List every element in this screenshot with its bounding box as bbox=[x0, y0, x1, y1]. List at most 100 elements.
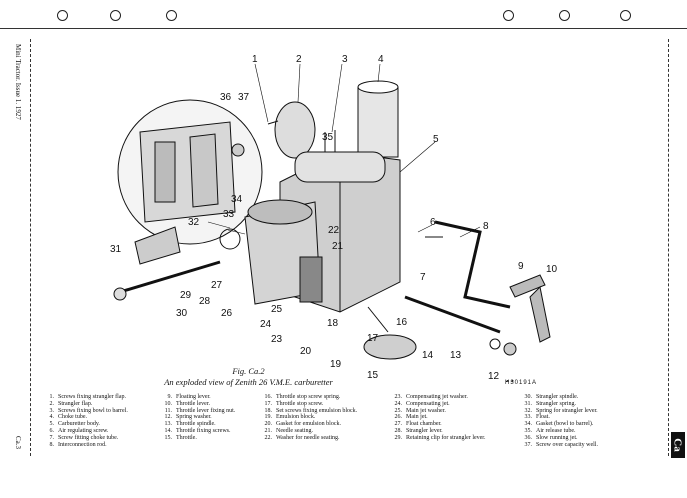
strangler-flap-shape bbox=[274, 101, 316, 159]
legend-item-text: Strangler spring. bbox=[536, 400, 576, 407]
callout-9: 9 bbox=[518, 261, 524, 272]
legend-item: 29.Retaining clip for strangler lever. bbox=[388, 434, 486, 442]
legend-item: 30.Strangler spindle. bbox=[518, 394, 598, 401]
legend-item-text: Throttle lever fixing nut. bbox=[176, 407, 236, 414]
legend-column: 30.Strangler spindle.31.Strangler spring… bbox=[518, 394, 598, 448]
legend-column: 9.Floating lever.10.Throttle lever.11.Th… bbox=[158, 394, 236, 442]
callout-20: 20 bbox=[300, 346, 312, 357]
exploded-carburetter-drawing: 1 2 3 4 5 6 7 8 9 10 11 12 13 14 15 16 1… bbox=[110, 54, 558, 382]
legend-item-number: 29. bbox=[394, 434, 403, 441]
legend-item: 18.Set screws fixing emulsion block. bbox=[258, 408, 358, 415]
punch-hole bbox=[503, 10, 514, 21]
legend-item-number: 19. bbox=[264, 414, 273, 421]
legend-item-number: 11. bbox=[164, 407, 172, 414]
legend-item-number: 26. bbox=[394, 414, 403, 421]
legend-item-number: 13. bbox=[164, 421, 173, 428]
punch-hole bbox=[559, 10, 570, 21]
callout-16: 16 bbox=[396, 317, 408, 328]
legend-item-number: 3. bbox=[49, 407, 55, 414]
callout-14: 14 bbox=[422, 350, 434, 361]
legend-item-text: Interconnection rod. bbox=[58, 441, 107, 448]
side-header: Mini Tractor. Issue 1. 1927 bbox=[14, 44, 22, 120]
legend-item: 35.Air release tube. bbox=[518, 428, 598, 435]
legend-item: 34.Gasket (bowl to barrel). bbox=[518, 421, 598, 428]
legend-item-text: Screws fixing strangler flap. bbox=[58, 394, 126, 400]
callout-17: 17 bbox=[367, 333, 379, 344]
legend-item: 11. Throttle lever fixing nut. bbox=[158, 407, 236, 415]
callout-37: 37 bbox=[238, 92, 250, 103]
callout-8: 8 bbox=[483, 221, 489, 232]
legend-item-text: Spring for strangler lever. bbox=[536, 407, 598, 414]
callout-1: 1 bbox=[252, 54, 258, 65]
legend-item-text: Float. bbox=[536, 414, 550, 421]
legend-item-number: 1. bbox=[49, 394, 55, 400]
legend-item: 6.Air regulating screw. bbox=[40, 428, 128, 435]
legend-item-text: Gasket for emulsion block. bbox=[276, 421, 341, 428]
section-tab: Ca bbox=[671, 432, 685, 458]
callout-6: 6 bbox=[430, 217, 436, 228]
callout-33: 33 bbox=[223, 209, 235, 220]
legend-item: 28.Strangler lever. bbox=[388, 428, 485, 435]
legend-item-number: 30. bbox=[524, 394, 533, 400]
legend-item-number: 35. bbox=[524, 427, 533, 434]
callout-2: 2 bbox=[296, 54, 302, 65]
punch-hole bbox=[166, 10, 177, 21]
legend-item-number: 33. bbox=[524, 414, 533, 421]
callout-22: 22 bbox=[328, 225, 340, 236]
legend-item-text: Gasket (bowl to barrel). bbox=[536, 421, 594, 428]
legend-item-text: Choke tube. bbox=[58, 414, 87, 421]
legend-item-text: Compensating jet washer. bbox=[406, 394, 468, 400]
legend-item: 9.Floating lever. bbox=[158, 394, 235, 401]
legend-item-number: 8. bbox=[49, 441, 55, 448]
legend-item-text: Throttle fixing screws. bbox=[176, 427, 231, 434]
callout-3: 3 bbox=[342, 54, 348, 65]
callout-5: 5 bbox=[433, 134, 439, 145]
callout-11: 11 bbox=[505, 379, 516, 382]
legend-item-text: Carburetter body. bbox=[58, 421, 100, 428]
legend-item: 21.Needle seating. bbox=[258, 428, 357, 435]
legend-item: 23.Compensating jet washer. bbox=[388, 394, 485, 401]
choke-tube-shape bbox=[357, 86, 399, 158]
legend-item-text: Strangler flap. bbox=[58, 400, 93, 407]
legend-item-number: 28. bbox=[394, 427, 403, 434]
legend-item-text: Emulsion block. bbox=[276, 414, 316, 421]
legend-item: 31.Strangler spring. bbox=[518, 401, 598, 408]
legend-item: 24.Compensating jet. bbox=[388, 401, 485, 408]
legend-item: 26.Main jet. bbox=[388, 414, 485, 421]
legend-item-number: 23. bbox=[394, 394, 403, 400]
legend-item-number: 4. bbox=[49, 414, 55, 421]
parts-legend: 1.Screws fixing strangler flap.2.Strangl… bbox=[40, 394, 660, 454]
legend-item-number: 10. bbox=[164, 400, 173, 407]
throttle-spindle-shape bbox=[404, 295, 501, 334]
emulsion-block-shape bbox=[299, 256, 323, 303]
legend-item: 2.Strangler flap. bbox=[40, 401, 128, 408]
legend-item-text: Strangler spindle. bbox=[536, 394, 579, 400]
punch-hole bbox=[57, 10, 68, 21]
callout-4: 4 bbox=[378, 54, 384, 65]
callout-19: 19 bbox=[330, 359, 342, 370]
legend-item-number: 24. bbox=[394, 400, 403, 407]
legend-column: 1.Screws fixing strangler flap.2.Strangl… bbox=[40, 394, 128, 448]
legend-item: 13.Throttle spindle. bbox=[158, 421, 235, 428]
legend-item: 3.Screws fixing bowl to barrel. bbox=[40, 408, 128, 415]
legend-item-number: 37. bbox=[524, 441, 533, 448]
legend-item-number: 7. bbox=[49, 434, 55, 441]
legend-column: 16.Throttle stop screw spring.17.Throttl… bbox=[258, 394, 358, 442]
callout-7: 7 bbox=[420, 272, 426, 283]
legend-item: 8.Interconnection rod. bbox=[40, 442, 128, 449]
legend-item-number: 15. bbox=[164, 434, 173, 441]
callout-35: 35 bbox=[322, 132, 334, 143]
legend-item: 20.Gasket for emulsion block. bbox=[258, 421, 357, 428]
legend-item-number: 32. bbox=[524, 407, 533, 414]
punch-hole bbox=[620, 10, 631, 21]
legend-item-text: Slow running jet. bbox=[536, 434, 578, 441]
legend-item-text: Air release tube. bbox=[536, 427, 576, 434]
legend-item-text: Main jet washer. bbox=[406, 407, 446, 414]
legend-item: 36.Slow running jet. bbox=[518, 435, 598, 442]
part-code: H30191A bbox=[505, 380, 538, 386]
legend-item-number: 21. bbox=[264, 427, 273, 434]
legend-item-text: Screw over capacity well. bbox=[536, 441, 598, 448]
legend-item-number: 27. bbox=[394, 421, 403, 428]
legend-item: 16.Throttle stop screw spring. bbox=[258, 394, 357, 401]
